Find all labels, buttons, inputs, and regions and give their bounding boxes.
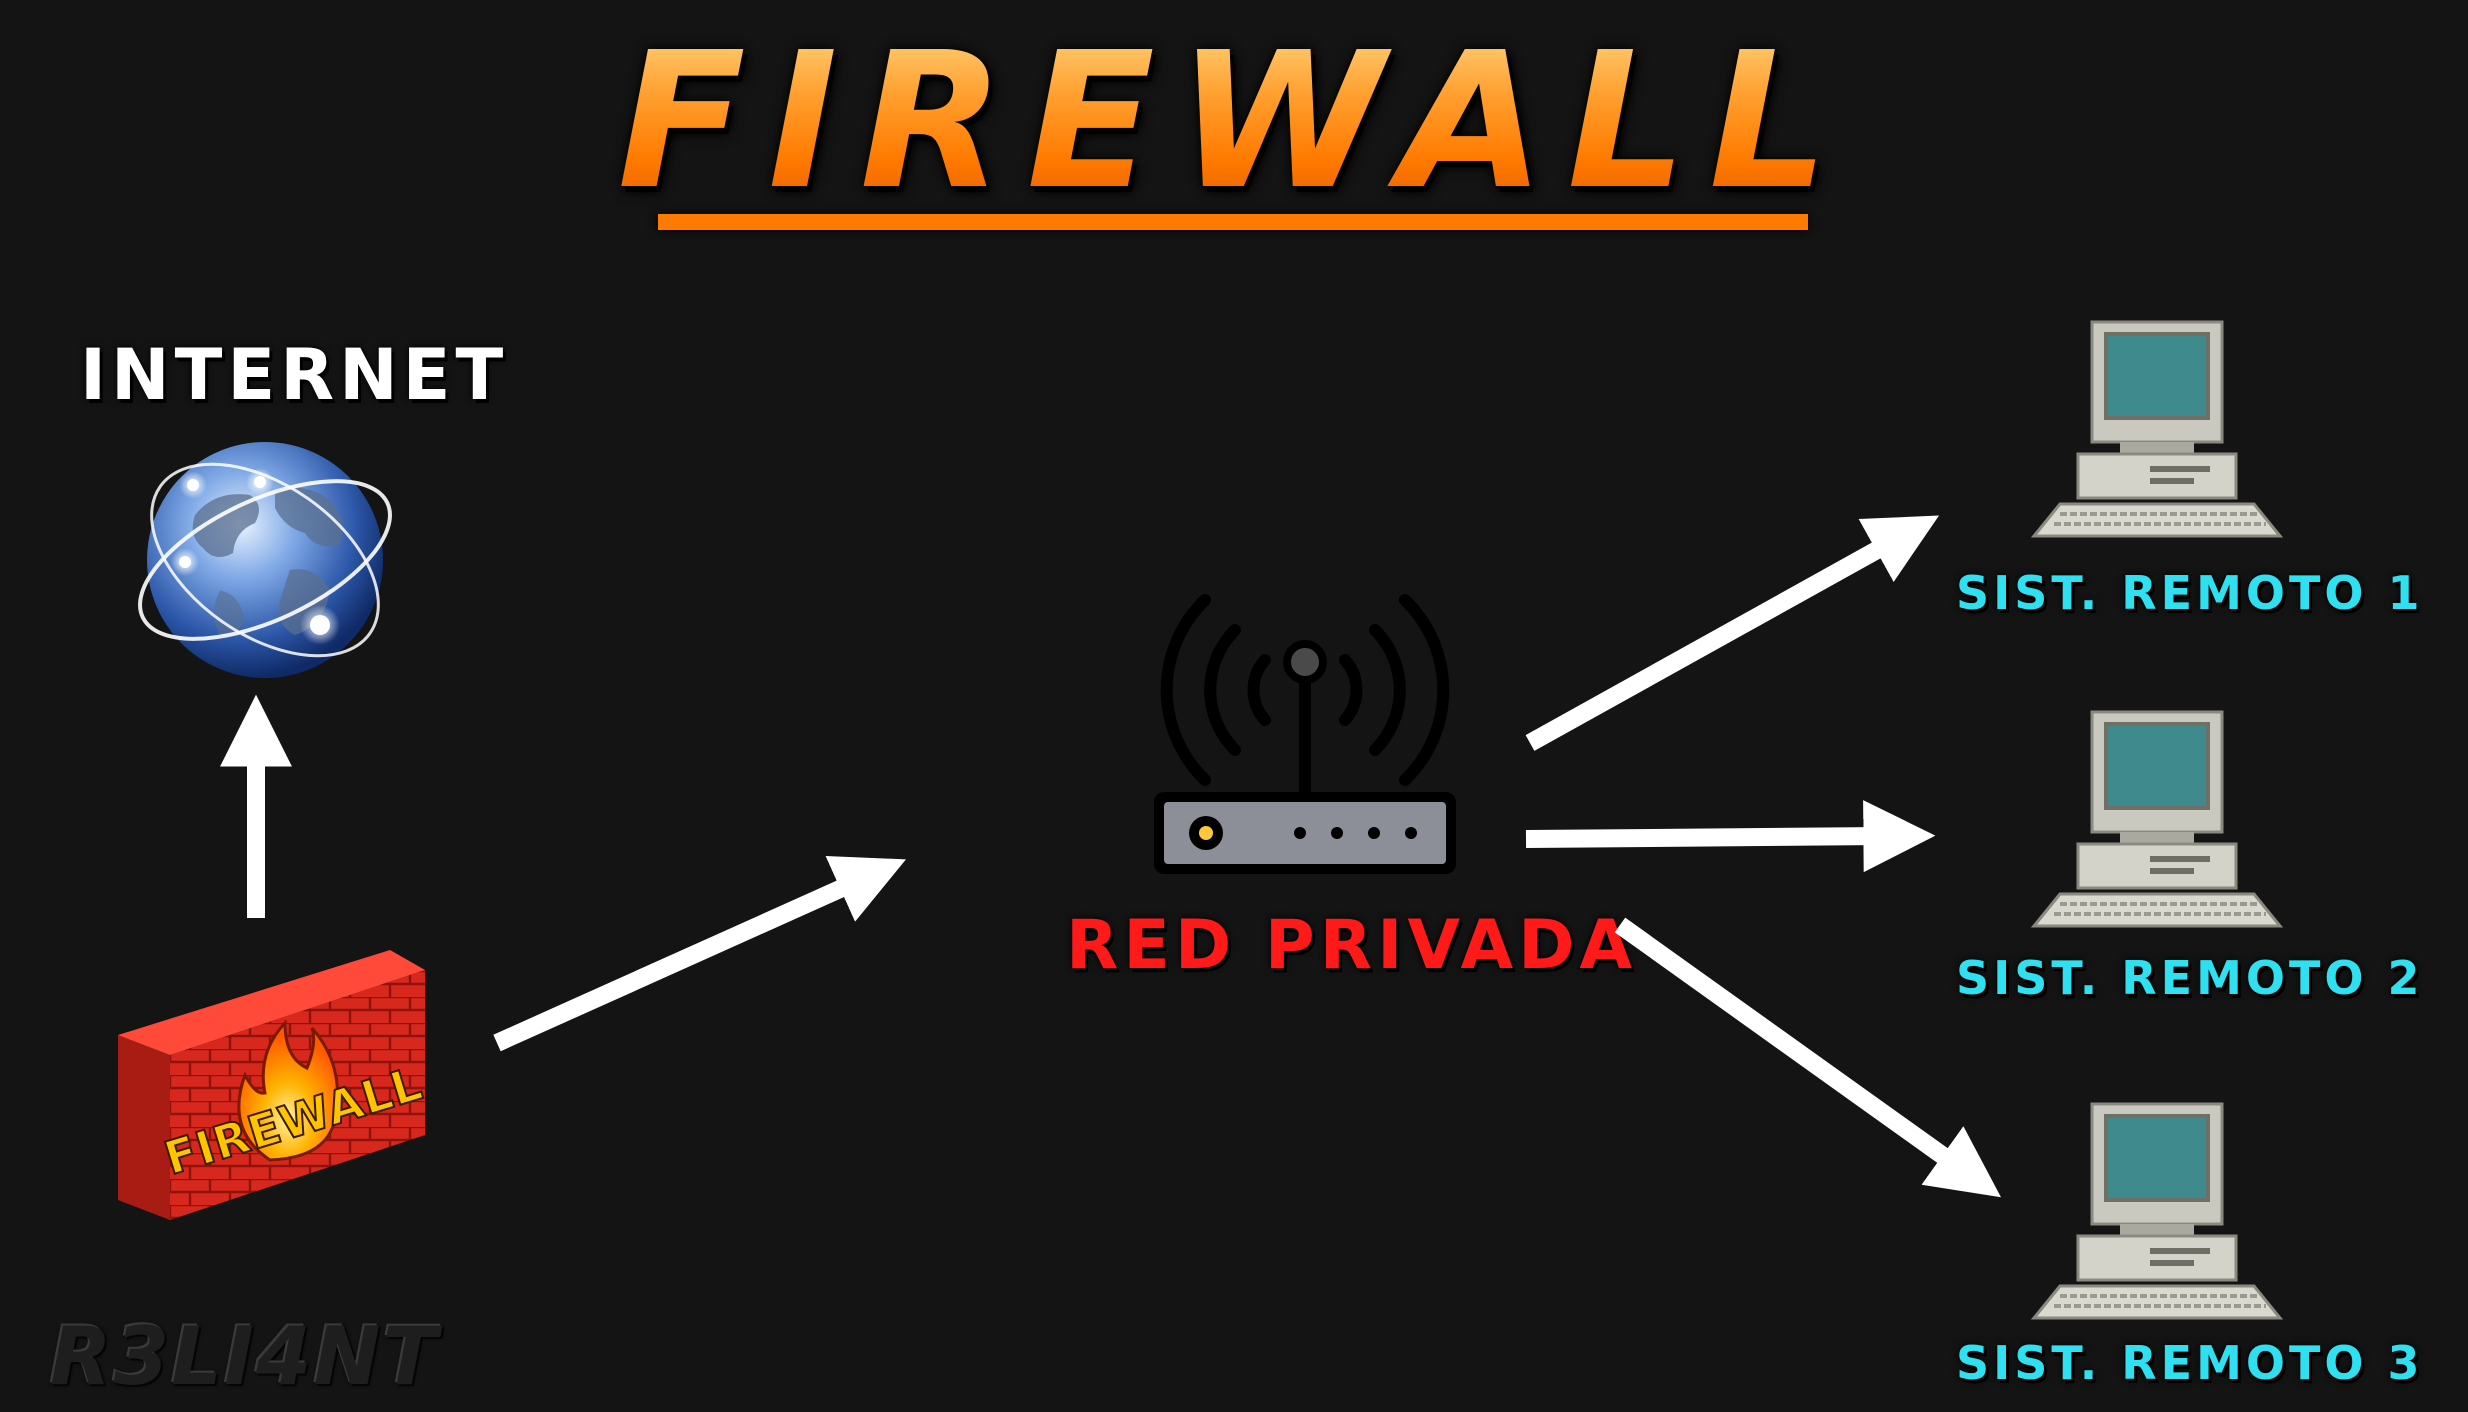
wifi-router-icon bbox=[1154, 594, 1456, 874]
desktop-computer-icon bbox=[2030, 320, 2284, 538]
title-underline bbox=[658, 214, 1808, 230]
desktop-computer-icon bbox=[2030, 710, 2284, 928]
desktop-computer-icon bbox=[2030, 1102, 2284, 1320]
internet-label: INTERNET bbox=[80, 334, 509, 416]
arrow-firewall-to-router bbox=[493, 856, 906, 1052]
globe-icon bbox=[138, 442, 392, 678]
page-title: FIREWALL bbox=[0, 28, 2468, 216]
brick-wall-fire-icon: FIREWALL bbox=[118, 950, 430, 1220]
arrow-router-to-system-3 bbox=[1614, 917, 2002, 1198]
arrow-router-to-system-1 bbox=[1525, 515, 1940, 751]
arrow-router-to-system-2 bbox=[1525, 800, 1936, 873]
watermark: R3LI4NT bbox=[50, 1310, 440, 1403]
system-label-3: SIST. REMOTO 3 bbox=[1956, 1336, 2424, 1390]
system-label-1: SIST. REMOTO 1 bbox=[1956, 566, 2424, 620]
system-label-2: SIST. REMOTO 2 bbox=[1956, 951, 2424, 1005]
router-label: RED PRIVADA bbox=[1066, 906, 1638, 985]
